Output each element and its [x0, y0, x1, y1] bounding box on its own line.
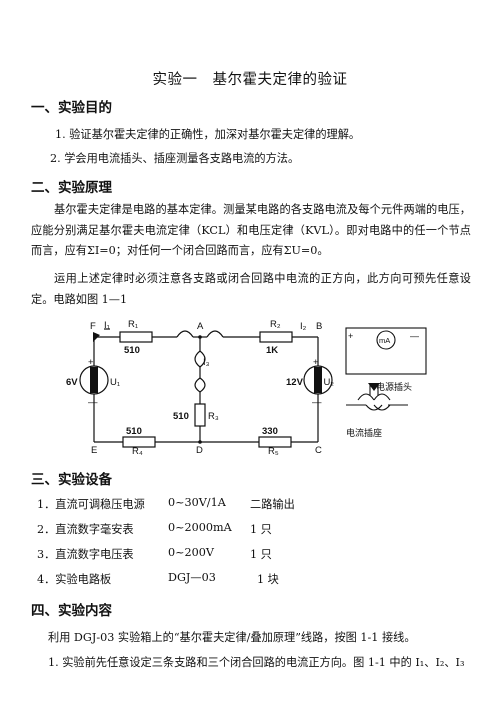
equipment-qty: 1 只: [250, 548, 272, 561]
node-label-f: F: [90, 321, 96, 332]
current-label-i2: I₂: [300, 321, 307, 332]
u2-value: 12V: [286, 377, 304, 388]
u2-label: U₂: [323, 377, 334, 388]
r4-label: R₄: [132, 446, 143, 455]
node-label-e: E: [91, 445, 97, 455]
principle-paragraph-1: 基尔霍夫定律是电路的基本定律。测量某电路的各支路电流及每个元件两端的电压，应能分…: [31, 203, 471, 257]
equipment-name: 1．直流可调稳压电源: [37, 498, 145, 511]
equipment-name: 2．直流数字毫安表: [37, 523, 134, 536]
node-label-b: B: [316, 321, 322, 332]
r5-label: R₅: [268, 446, 279, 455]
socket-label: 电流插座: [346, 427, 382, 438]
r4-value: 510: [126, 426, 142, 437]
equipment-spec: DGJ—03: [168, 571, 216, 584]
plug-label: 电源插头: [376, 381, 412, 392]
equipment-spec: 0~200V: [168, 546, 214, 559]
r1-value: 510: [124, 345, 140, 356]
r2-value: 1K: [266, 345, 278, 356]
equipment-qty: 1 只: [250, 523, 272, 536]
node-label-c: C: [315, 445, 322, 455]
equipment-spec: 0~2000mA: [168, 521, 232, 534]
content-line-1: 利用 DGJ-03 实验箱上的“基尔霍夫定律/叠加原理”线路，按图 1-1 接线…: [48, 631, 416, 644]
u1-label: U₁: [110, 377, 120, 388]
meter-plus: +: [348, 331, 353, 341]
r3-value: 510: [173, 411, 189, 422]
current-label-i3: I₃: [203, 357, 210, 368]
node-label-a: A: [197, 321, 204, 332]
equipment-spec: 0~30V/1A: [168, 496, 226, 509]
node-label-d: D: [196, 445, 203, 455]
equipment-name: 3．直流数字电压表: [37, 548, 134, 561]
u2-plus: +: [313, 357, 319, 368]
content-line-2: 1. 实验前先任意设定三条支路和三个闭合回路的电流正方向。图 1-1 中的 I₁…: [48, 656, 465, 669]
meter-label: mA: [379, 336, 390, 345]
current-label-i1: I₁: [104, 320, 110, 331]
purpose-item-2: 2. 学会用电流插头、插座测量各支路电流的方法。: [50, 152, 300, 165]
equipment-qty: 1 块: [257, 573, 279, 586]
equipment-qty: 二路输出: [250, 498, 295, 511]
r1-label: R₁: [128, 319, 138, 330]
meter-minus: —: [410, 331, 419, 341]
equipment-name: 4．实验电路板: [37, 573, 112, 586]
plug-socket-illustration: + mA — 电源插头 电流插座: [345, 327, 427, 438]
r2-label: R₂: [270, 319, 281, 330]
purpose-item-1: 1. 验证基尔霍夫定律的正确性，加深对基尔霍夫定律的理解。: [55, 128, 361, 141]
u1-value: 6V: [66, 377, 78, 388]
u2-minus: —: [312, 397, 322, 408]
section-heading-purpose: 一、实验目的: [31, 100, 112, 116]
principle-paragraph-2: 运用上述定律时必须注意各支路或闭合回路中电流的正方向，此方向可预先任意设定。电路…: [31, 272, 471, 306]
u1-minus: —: [88, 397, 98, 408]
section-heading-equipment: 三、实验设备: [31, 472, 112, 488]
r3-label: R₃: [208, 411, 219, 422]
page-title: 实验一 基尔霍夫定律的验证: [152, 72, 348, 88]
section-heading-content: 四、实验内容: [31, 603, 112, 619]
u1-plus: +: [88, 357, 94, 368]
section-heading-principle: 二、实验原理: [31, 180, 112, 196]
r5-value: 330: [262, 426, 278, 437]
circuit-diagram: F I₁ R₁ 510 A R₂ I₂ B 1K I₃ 510 R₃ + 6V …: [66, 319, 334, 455]
